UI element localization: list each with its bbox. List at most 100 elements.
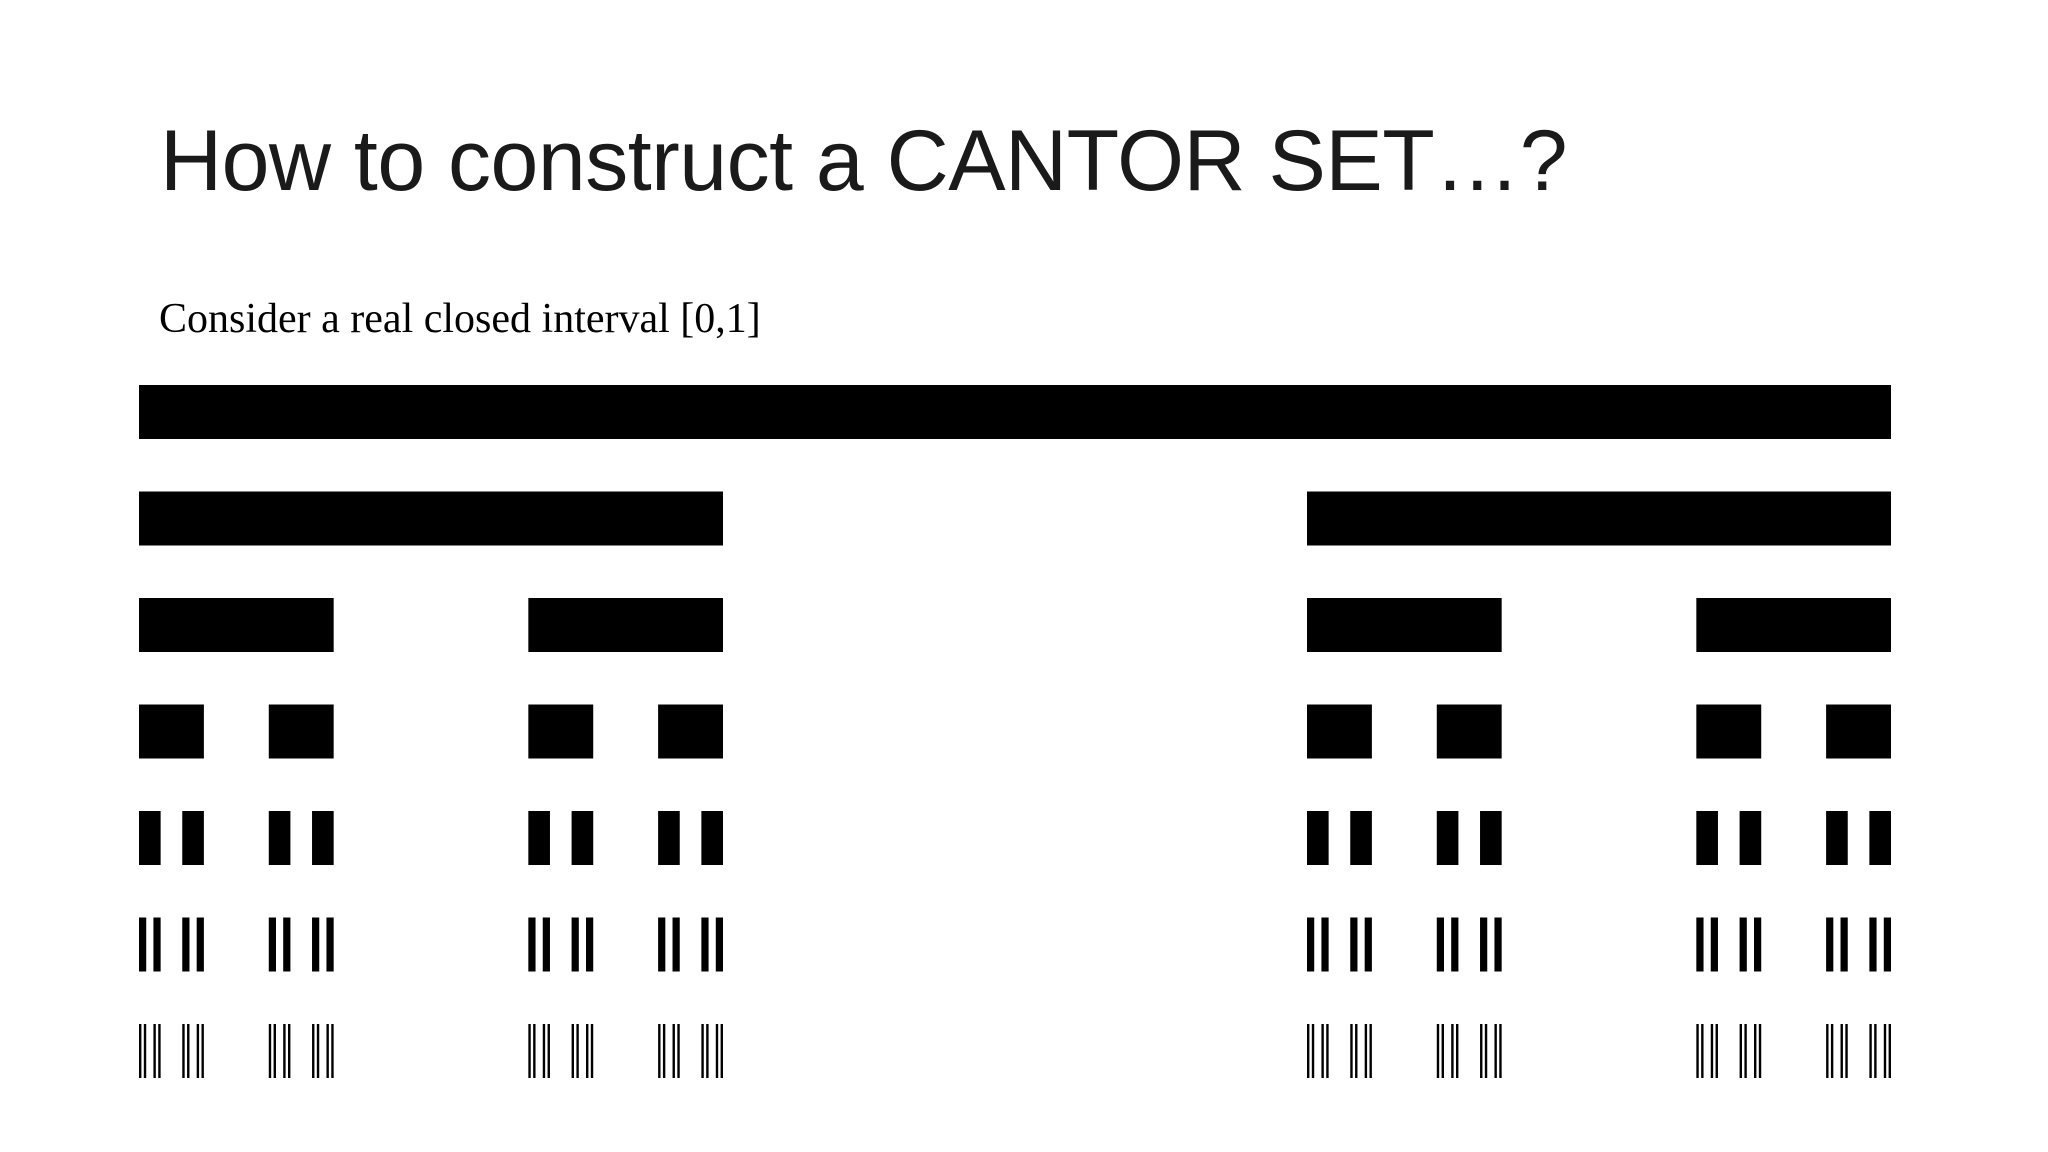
cantor-segment <box>1830 1024 1834 1078</box>
cantor-segment <box>1307 491 1891 546</box>
cantor-segment <box>268 1024 272 1078</box>
cantor-segment <box>268 811 291 865</box>
cantor-segment <box>326 1024 329 1078</box>
cantor-segment <box>153 1024 156 1078</box>
cantor-level-3 <box>139 704 1891 759</box>
cantor-segment <box>528 917 536 972</box>
cantor-segment <box>196 917 204 972</box>
cantor-segment <box>1696 704 1762 759</box>
cantor-segment <box>528 811 550 865</box>
cantor-segment <box>312 1024 315 1078</box>
cantor-segment <box>677 1024 680 1078</box>
cantor-segment <box>1494 1024 1497 1078</box>
cantor-segment <box>1754 917 1762 972</box>
cantor-segment <box>542 917 550 972</box>
cantor-segment <box>1451 917 1459 972</box>
cantor-segment <box>139 491 723 546</box>
cantor-segment <box>533 1024 536 1078</box>
cantor-segment <box>672 917 680 972</box>
cantor-segment <box>1436 1024 1440 1078</box>
cantor-segment <box>1739 917 1747 972</box>
cantor-segment <box>571 811 594 865</box>
cantor-segment <box>1883 1024 1887 1078</box>
cantor-segment <box>1826 704 1891 759</box>
cantor-segment <box>720 1024 723 1078</box>
cantor-segment <box>1710 917 1718 972</box>
cantor-segment <box>1715 1024 1718 1078</box>
cantor-segment <box>143 1024 147 1078</box>
cantor-segment <box>1355 1024 1358 1078</box>
cantor-segment <box>1826 1024 1829 1078</box>
cantor-level-0 <box>139 385 1891 439</box>
cantor-segment <box>326 917 334 972</box>
cantor-segment <box>139 598 334 652</box>
cantor-segment <box>672 1024 675 1078</box>
cantor-segment <box>139 385 1891 439</box>
cantor-segment <box>542 1024 546 1078</box>
cantor-segment <box>662 1024 666 1078</box>
cantor-segment <box>1311 1024 1315 1078</box>
cantor-segment <box>715 1024 719 1078</box>
cantor-segment <box>1350 811 1372 865</box>
cantor-segment <box>312 811 334 865</box>
cantor-segment <box>1845 1024 1848 1078</box>
cantor-segment <box>528 598 723 652</box>
cantor-segment <box>158 1024 161 1078</box>
cantor-segment <box>658 704 723 759</box>
cantor-segment <box>571 1024 574 1078</box>
cantor-segment <box>1321 917 1329 972</box>
cantor-segment <box>316 1024 320 1078</box>
cantor-segment <box>1451 1024 1454 1078</box>
cantor-segment <box>268 704 334 759</box>
slide-subtitle: Consider a real closed interval [0,1] <box>159 296 761 342</box>
cantor-segment <box>1840 1024 1843 1078</box>
cantor-segment <box>1874 1024 1877 1078</box>
cantor-segment <box>1696 1024 1699 1078</box>
cantor-segment <box>1758 1024 1762 1078</box>
cantor-segment <box>283 917 291 972</box>
cantor-level-6 <box>139 1024 1891 1078</box>
cantor-segment <box>1436 917 1444 972</box>
cantor-segment <box>1436 811 1459 865</box>
cantor-segment <box>1869 811 1891 865</box>
cantor-segment <box>1883 917 1891 972</box>
cantor-level-5 <box>139 917 1891 972</box>
cantor-segment <box>701 1024 704 1078</box>
cantor-segment <box>1436 704 1502 759</box>
cantor-segment <box>1701 1024 1704 1078</box>
cantor-segment <box>1710 1024 1714 1078</box>
cantor-segment <box>196 1024 200 1078</box>
cantor-segment <box>658 811 680 865</box>
cantor-segment <box>1696 598 1891 652</box>
cantor-segment <box>1826 917 1834 972</box>
cantor-segment <box>182 811 204 865</box>
cantor-segment <box>1826 811 1848 865</box>
cantor-segment <box>288 1024 291 1078</box>
cantor-segment <box>1840 917 1848 972</box>
cantor-segment <box>586 917 594 972</box>
cantor-segment <box>1869 1024 1872 1078</box>
cantor-segment <box>153 917 161 972</box>
cantor-segment <box>1307 598 1502 652</box>
cantor-segment <box>1364 1024 1368 1078</box>
cantor-segment <box>1307 917 1315 972</box>
slide-title: How to construct a CANTOR SET…? <box>160 113 1568 209</box>
cantor-segment <box>528 1024 531 1078</box>
cantor-segment <box>1696 811 1718 865</box>
cantor-segment <box>1739 811 1762 865</box>
cantor-segment <box>1350 917 1358 972</box>
cantor-segment <box>1739 1024 1742 1078</box>
cantor-segment <box>1754 1024 1757 1078</box>
cantor-segment <box>1480 811 1502 865</box>
cantor-segment <box>571 917 579 972</box>
cantor-segment <box>1364 917 1372 972</box>
cantor-segment <box>187 1024 190 1078</box>
cantor-segment <box>1307 704 1372 759</box>
cantor-segment <box>1350 1024 1353 1078</box>
cantor-segment <box>1326 1024 1329 1078</box>
cantor-segment <box>701 811 723 865</box>
cantor-segment <box>1441 1024 1444 1078</box>
cantor-segment <box>283 1024 286 1078</box>
cantor-segment <box>586 1024 589 1078</box>
cantor-segment <box>528 704 594 759</box>
